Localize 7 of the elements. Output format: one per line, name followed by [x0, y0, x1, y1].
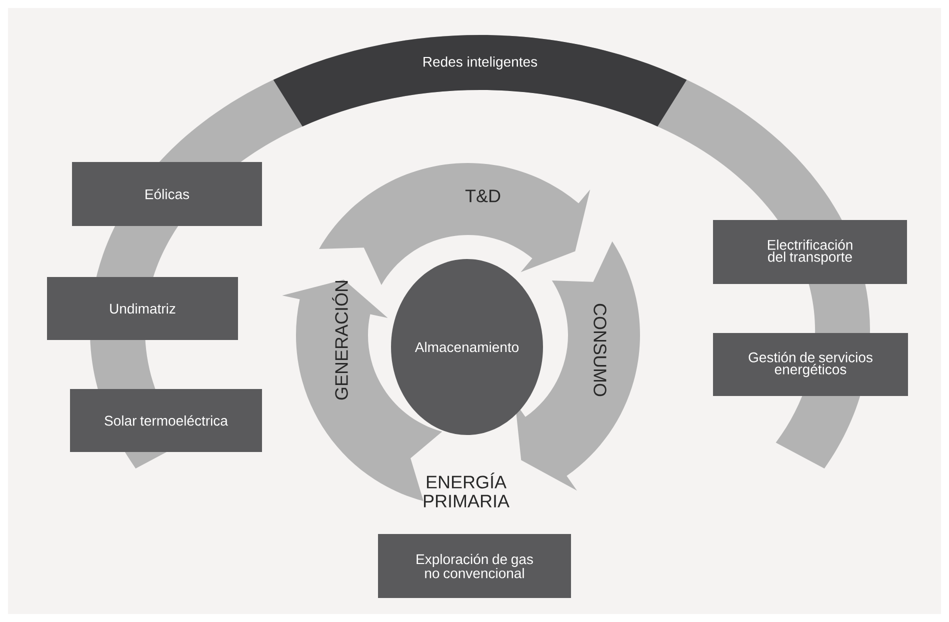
- text-box: Undimatriz: [47, 277, 238, 340]
- text-box: Eólicas: [72, 162, 262, 226]
- text-box: Solar termoeléctrica: [70, 389, 262, 452]
- arc-segment: Redes inteligentes: [273, 35, 687, 126]
- text-box: Gestión de servicios energéticos: [713, 333, 908, 396]
- text-box: Exploración de gas no convencional: [378, 534, 571, 598]
- text-box: Electrificación del transporte: [713, 220, 908, 284]
